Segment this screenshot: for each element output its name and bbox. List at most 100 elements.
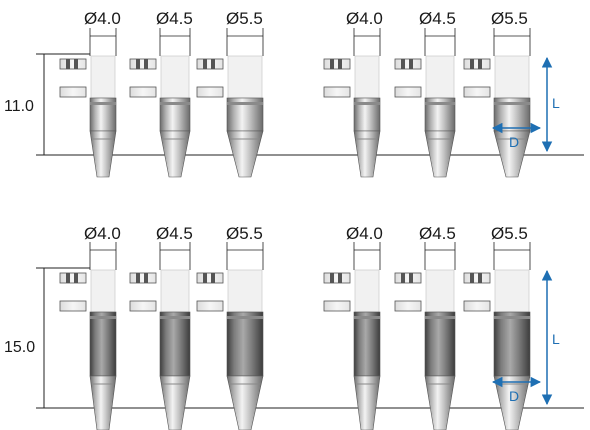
holder-slot	[136, 59, 140, 69]
holder-clip-upper	[394, 58, 422, 70]
diameter-label-5: Ø4.5	[419, 9, 456, 28]
holder-slot	[409, 59, 413, 69]
diameter-label-3: Ø5.5	[226, 224, 263, 243]
holder-slot	[330, 273, 334, 283]
holder-slot	[338, 273, 342, 283]
holder-slot	[330, 59, 334, 69]
abutment-icon	[196, 28, 264, 178]
abutment-cap	[425, 269, 455, 313]
abutment-body	[226, 311, 264, 377]
holder-slot	[409, 273, 413, 283]
holder-clip-lower	[196, 86, 224, 98]
holder-clip-upper	[129, 58, 157, 70]
abutment-cap	[494, 269, 530, 313]
holder-clip-lower	[323, 300, 351, 312]
abutment-ring	[160, 316, 190, 319]
holder-slot	[470, 273, 474, 283]
abutment-tip	[226, 375, 264, 430]
abutment-cap	[90, 269, 116, 313]
holder-clip-lower	[394, 300, 422, 312]
holder-slot	[203, 59, 207, 69]
holder-slot	[401, 59, 405, 69]
abutment-icon	[59, 28, 117, 178]
abutment-tip	[424, 130, 456, 178]
abutment-icon	[129, 28, 191, 178]
holder-slot	[136, 273, 140, 283]
abutment-icon	[463, 242, 531, 430]
diameter-dim-label: D	[509, 134, 519, 150]
abutment-ring	[90, 316, 116, 319]
holder-slot	[66, 59, 70, 69]
abutment-ring	[227, 102, 263, 105]
diameter-label-2: Ø4.5	[156, 224, 193, 243]
abutment-cap	[425, 55, 455, 99]
diameter-label-1: Ø4.0	[84, 9, 121, 28]
abutment-ring	[425, 316, 455, 319]
holder-slot	[478, 273, 482, 283]
abutment-icon	[323, 242, 381, 430]
holder-slot	[211, 59, 215, 69]
height-label: 11.0	[4, 98, 34, 115]
diameter-label-4: Ø4.0	[346, 9, 383, 28]
diameter-label-1: Ø4.0	[84, 224, 121, 243]
diameter-label-6: Ø5.5	[491, 224, 528, 243]
abutment-body	[353, 311, 381, 377]
abutment-body	[424, 311, 456, 377]
abutment-ring	[227, 316, 263, 319]
holder-clip-upper	[463, 272, 491, 284]
abutment-tip	[353, 130, 381, 178]
abutment-icon	[463, 28, 531, 178]
holder-clip-lower	[463, 86, 491, 98]
abutment-ring	[425, 102, 455, 105]
holder-clip-lower	[323, 86, 351, 98]
diameter-label-5: Ø4.5	[419, 224, 456, 243]
abutment-icon	[129, 242, 191, 430]
holder-slot	[66, 273, 70, 283]
holder-slot	[74, 59, 78, 69]
holder-slot	[203, 273, 207, 283]
group-15-0: 15.0 Ø4.0 Ø4.5 Ø5.5 Ø4.0 Ø4.5 Ø5.5 L D	[4, 224, 584, 430]
abutment-cap	[90, 55, 116, 99]
holder-clip-lower	[59, 300, 87, 312]
abutment-tip	[353, 375, 381, 430]
abutment-ring	[90, 102, 116, 105]
abutment-cap	[354, 269, 380, 313]
abutment-ring	[354, 102, 380, 105]
holder-clip-upper	[196, 58, 224, 70]
holder-clip-lower	[196, 300, 224, 312]
holder-clip-upper	[463, 58, 491, 70]
holder-clip-upper	[323, 272, 351, 284]
abutment-ring	[160, 102, 190, 105]
holder-clip-lower	[129, 86, 157, 98]
abutment-body	[89, 311, 117, 377]
holder-slot	[211, 273, 215, 283]
holder-clip-upper	[59, 272, 87, 284]
abutment-icon	[323, 28, 381, 178]
abutment-tip	[424, 375, 456, 430]
diameter-label-6: Ø5.5	[491, 9, 528, 28]
abutment-ring	[354, 316, 380, 319]
holder-clip-upper	[59, 58, 87, 70]
holder-slot	[401, 273, 405, 283]
abutment-tip	[493, 375, 531, 430]
abutment-icon	[394, 242, 456, 430]
abutment-body	[159, 311, 191, 377]
abutment-tip	[159, 375, 191, 430]
abutment-cap	[227, 269, 263, 313]
abutment-icon	[394, 28, 456, 178]
holder-slot	[144, 273, 148, 283]
abutment-cap	[494, 55, 530, 99]
holder-slot	[74, 273, 78, 283]
abutment-cap	[160, 55, 190, 99]
abutment-cap	[354, 55, 380, 99]
holder-slot	[338, 59, 342, 69]
abutment-tip	[89, 130, 117, 178]
abutment-tip	[226, 130, 264, 178]
diameter-dim-label: D	[509, 388, 519, 404]
abutment-cap	[227, 55, 263, 99]
height-label: 15.0	[4, 339, 35, 356]
holder-clip-upper	[394, 272, 422, 284]
holder-clip-lower	[129, 300, 157, 312]
abutment-tip	[89, 375, 117, 430]
